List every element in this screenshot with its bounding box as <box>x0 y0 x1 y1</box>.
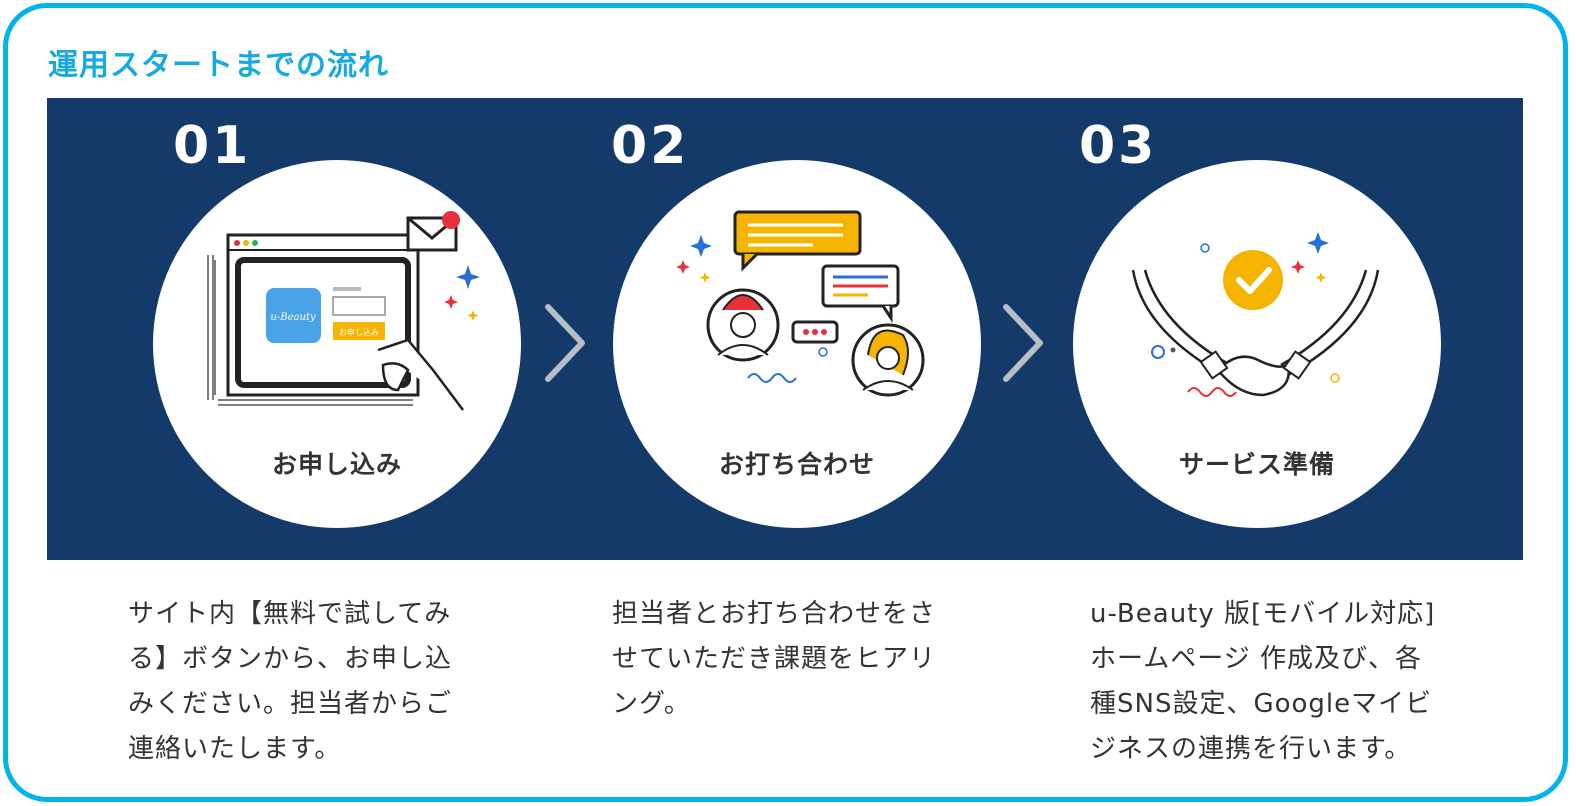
step-label-03: サービス準備 <box>1178 450 1335 479</box>
step-label-02: お打ち合わせ <box>718 450 875 479</box>
step-description-03: u-Beauty 版[モバイル対応] ホームページ 作成及び、各 種SNS設定、… <box>1090 599 1436 764</box>
chevron-right-icon <box>1003 304 1043 382</box>
step-description-01: サイト内【無料で試してみ る】ボタンから、お申し込 みください。担当者からご 連… <box>128 599 453 764</box>
step-number-03: 03 <box>1079 116 1158 176</box>
chat-meeting-icon <box>676 210 925 397</box>
section-title: 運用スタートまでの流れ <box>48 48 389 83</box>
step-circle-02: お打ち合わせ <box>613 160 981 528</box>
steps-banner: 01 u-Beauty お申し込み <box>47 98 1523 560</box>
step-label-01: お申し込み <box>271 450 402 479</box>
step-description-02: 担当者とお打ち合わせをさ せていただき課題をヒアリ ング。 <box>612 599 937 719</box>
app-icon-text: u-Beauty <box>270 312 316 323</box>
chevron-right-icon <box>545 304 585 382</box>
handshake-check-icon <box>1131 232 1380 397</box>
illus-apply-text: お申し込み <box>339 327 379 337</box>
step-number-01: 01 <box>173 116 252 176</box>
browser-signup-icon: u-Beauty お申し込み <box>207 211 480 411</box>
step-circle-01: u-Beauty お申し込み お申し込み <box>153 160 521 528</box>
step-circle-03: サービス準備 <box>1073 160 1441 528</box>
step-number-02: 02 <box>611 116 690 176</box>
